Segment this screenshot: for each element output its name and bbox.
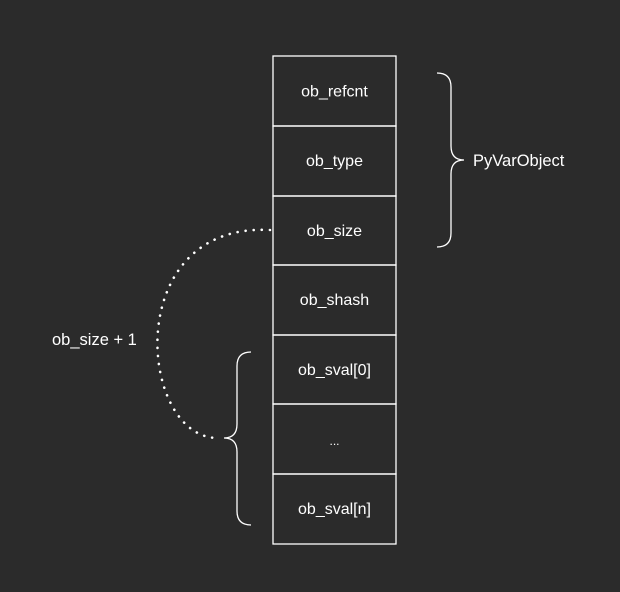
size-plus-one-label: ob_size + 1 xyxy=(52,331,137,349)
pyvarobject-label: PyVarObject xyxy=(473,152,565,170)
field-label-ellipsis: ... xyxy=(329,434,339,448)
field-label-ob-type: ob_type xyxy=(306,153,363,170)
struct-field-stack xyxy=(272,55,397,545)
field-label-ob-size: ob_size xyxy=(307,223,362,240)
field-cell-ob-sval-n xyxy=(272,473,397,545)
struct-field-labels: ob_refcnt ob_type ob_size ob_shash ob_sv… xyxy=(298,84,371,519)
field-label-ob-sval-0: ob_sval[0] xyxy=(298,362,371,379)
size-link-dotted-arc xyxy=(156,228,272,440)
field-label-ob-refcnt: ob_refcnt xyxy=(301,84,368,101)
field-label-ob-sval-n: ob_sval[n] xyxy=(298,501,371,518)
field-label-ob-shash: ob_shash xyxy=(300,292,369,309)
pyvarobject-brace xyxy=(436,72,465,248)
string-data-brace xyxy=(223,351,252,526)
